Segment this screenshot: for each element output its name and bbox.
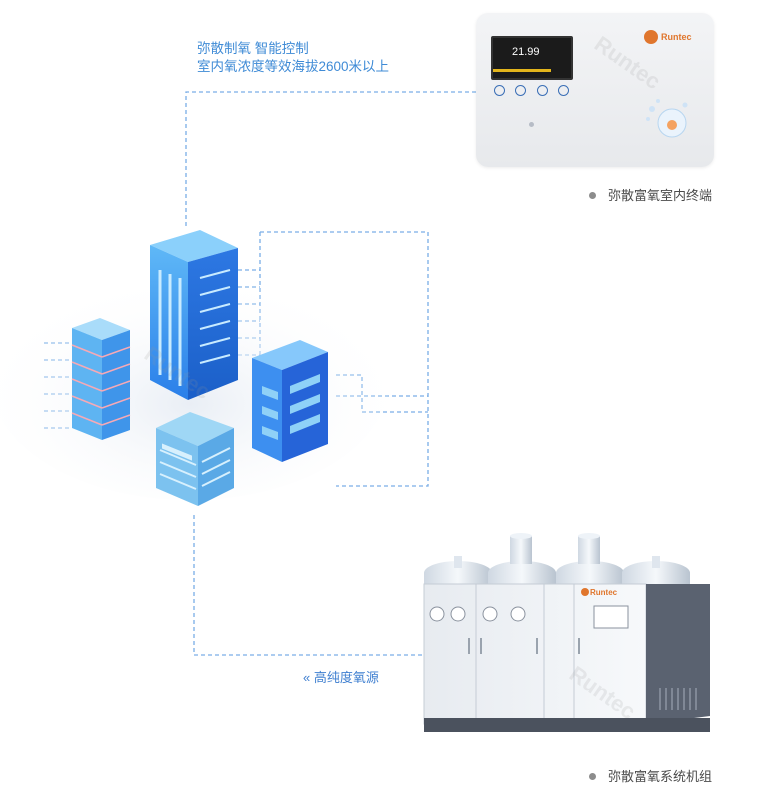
top-caption: 弥散制氧 智能控制 室内氧浓度等效海拔2600米以上: [197, 40, 389, 76]
down-button[interactable]: [537, 85, 548, 96]
indoor-terminal-label: 弥散富氧室内终端: [608, 188, 713, 203]
oxygen-source-label: « 高纯度氧源: [303, 667, 379, 686]
legend-dot: [589, 773, 596, 781]
system-unit-illustration: [423, 533, 710, 732]
sensor-dot: [529, 122, 534, 127]
brand-logo-icon: [644, 30, 658, 44]
oxygen-source-text: 高纯度氧源: [313, 670, 379, 685]
up-button[interactable]: [515, 85, 526, 96]
mode-button[interactable]: [558, 85, 569, 96]
top-caption-line1: 弥散制氧 智能控制: [197, 41, 309, 56]
power-button[interactable]: [494, 85, 505, 96]
double-chevron-left-icon: «: [303, 670, 311, 685]
terminal-screen-value: 21.99: [512, 46, 540, 58]
mascot-icon: [646, 99, 688, 138]
terminal-screen-bar: [493, 69, 551, 72]
system-unit-legend: 弥散富氧系统机组: [589, 766, 712, 785]
terminal-screen: [491, 36, 573, 80]
terminal-brand: Runtec: [661, 32, 692, 42]
indoor-terminal-legend: 弥散富氧室内终端: [589, 185, 712, 204]
system-unit-brand: Runtec: [590, 588, 618, 597]
system-unit-label: 弥散富氧系统机组: [608, 769, 713, 784]
top-caption-line2: 室内氧浓度等效海拔2600米以上: [197, 59, 390, 74]
legend-dot: [589, 192, 596, 200]
buildings-illustration: [0, 230, 390, 506]
